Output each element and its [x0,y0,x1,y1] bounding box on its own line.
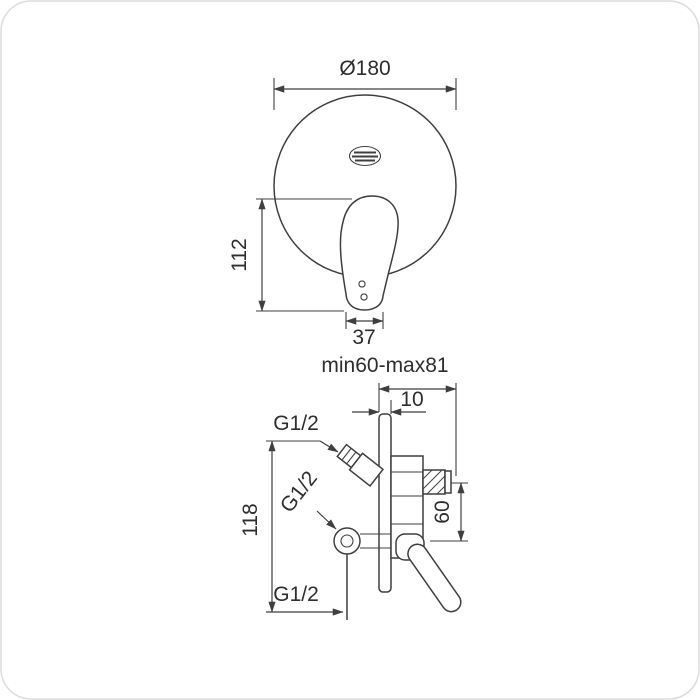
outlet-circle-outer [333,527,361,555]
wall-plate [378,413,392,593]
dim-diameter-label: Ø180 [339,57,390,80]
dim-depth-label: min60-max81 [321,354,448,377]
hatch-line [422,469,443,490]
dimension-plate-thickness: 10 [352,388,426,416]
dimension-outlet-offset: 60 [430,482,468,542]
hatch-line [426,475,446,495]
dimension-installation-depth: min60-max81 [321,354,457,476]
hatch-line [436,485,446,495]
thread-line [341,447,352,461]
bottom-inlet-thread-label: G1/2 [273,583,319,606]
logo-outer-oval [348,145,382,167]
lever-handle-front [339,195,399,311]
dim-lever-width-label: 37 [352,326,375,349]
label-top-inlet: G1/2 [266,412,339,453]
dimension-diameter: Ø180 [273,57,457,110]
top-inlet-thread-label: G1/2 [273,412,319,435]
side-view: min60-max81 10 [239,354,468,620]
dimension-lever-length: 112 [228,198,352,312]
dimension-body-height: 118 [239,440,276,613]
lever-handle-side [407,543,462,613]
outlet-circle-inner [340,534,354,548]
dim-outlet-offset-label: 60 [431,500,454,523]
brand-logo [348,145,382,167]
lever-screw [360,293,368,301]
front-view: Ø180 112 37 [228,57,457,349]
label-bottom-inlet: G1/2 [266,583,344,616]
lever-screw [358,280,366,288]
dim-body-height-label: 118 [239,503,262,536]
leader-line [316,510,337,530]
fitting-body [348,452,385,487]
label-middle-outlet: G1/2 [276,467,337,530]
hatch-line [422,469,433,480]
middle-outlet-thread-label: G1/2 [276,467,322,517]
top-inlet-fitting [336,443,385,487]
thread-line [346,451,357,465]
outlet-end-cap [444,470,452,494]
dim-lever-length-label: 112 [228,238,251,271]
bottom-outlet-fitting [333,527,391,620]
leader-line [319,440,339,453]
dimension-lever-width: 37 [345,312,384,349]
dim-plate-thickness-label: 10 [400,388,423,411]
shower-outlet-thread [422,469,446,495]
